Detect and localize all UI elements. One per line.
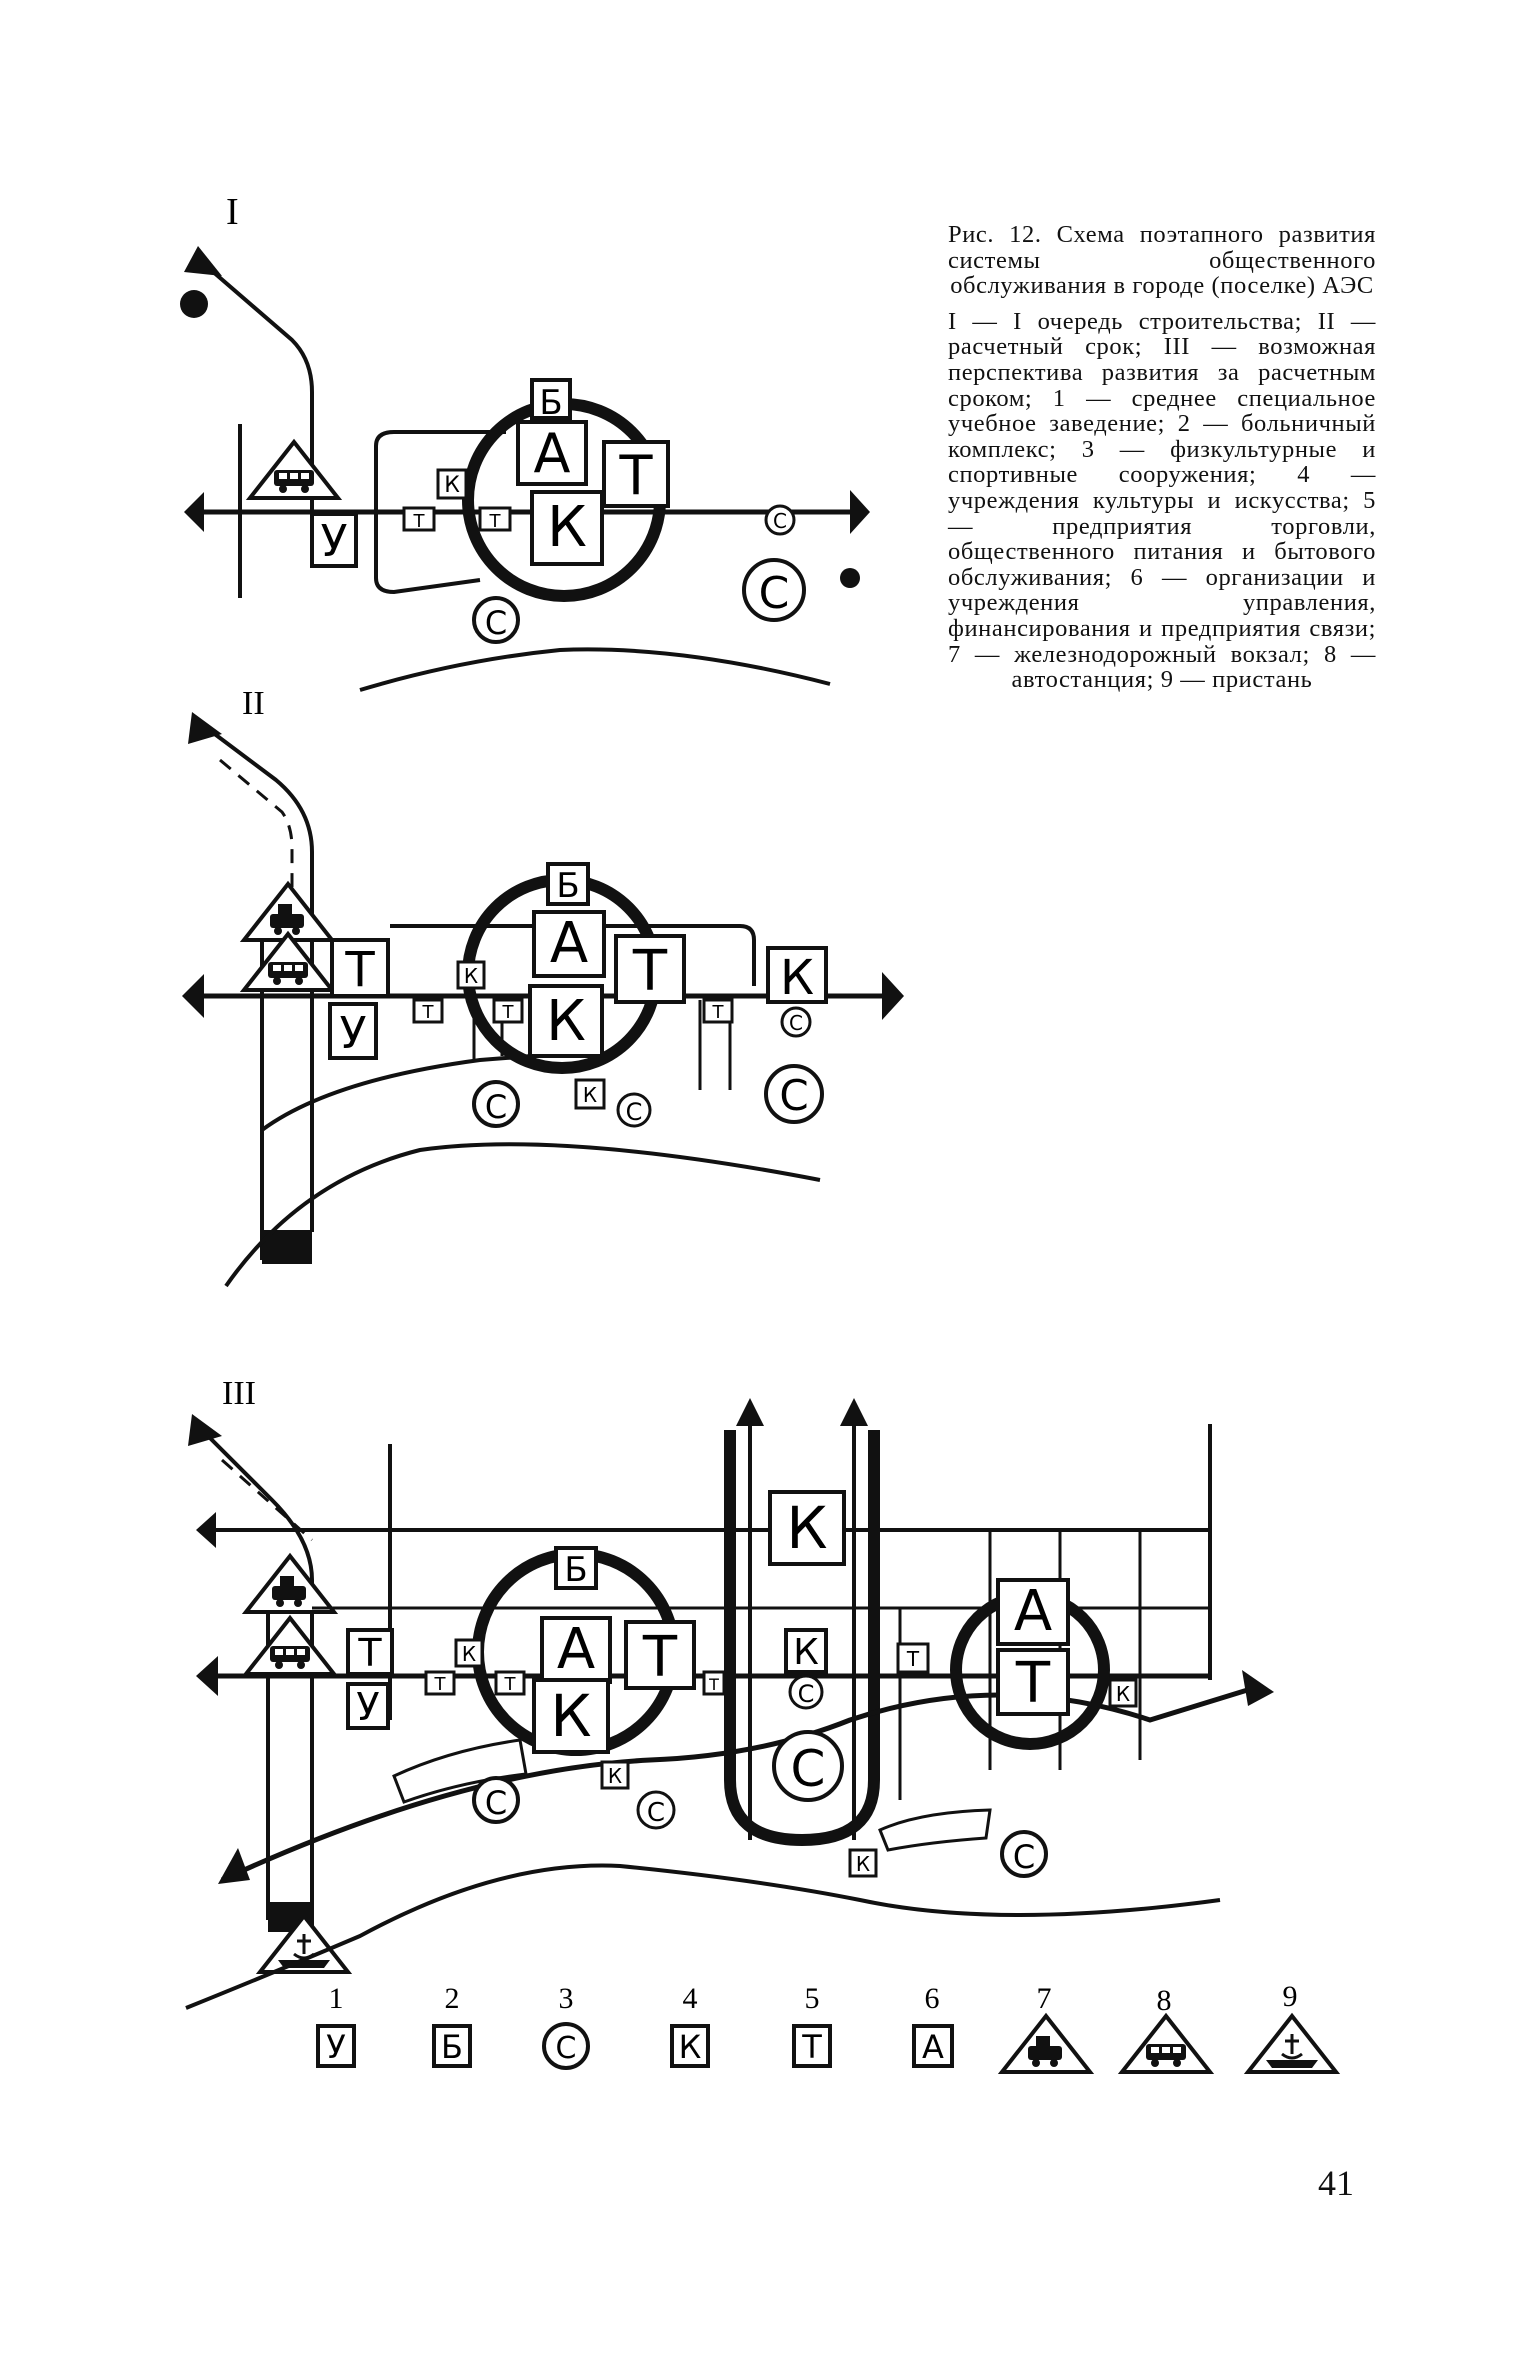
legend: 1 У 2 Б 3 С 4 К 5 Т 6 А 7: [316, 1980, 1338, 2074]
svg-text:У: У: [356, 1685, 379, 1729]
legend-symbol: К: [679, 2028, 702, 2066]
legend-item-4: 4 К: [670, 1982, 710, 2068]
legend-number: 4: [683, 1982, 698, 2015]
svg-text:Т: Т: [434, 1674, 447, 1695]
stage-III-scheme: III Б А Т: [185, 1375, 1274, 2010]
svg-text:С: С: [485, 604, 507, 642]
legend-number: 3: [559, 1982, 574, 2015]
svg-text:К: К: [583, 1083, 597, 1107]
legend-number: 8: [1157, 1984, 1172, 2017]
svg-text:Т: Т: [357, 1631, 382, 1675]
svg-text:Т: Т: [502, 1002, 515, 1023]
svg-text:С: С: [791, 1740, 826, 1798]
svg-text:С: С: [485, 1784, 507, 1822]
svg-text:Т: Т: [642, 1625, 678, 1690]
svg-text:Б: Б: [556, 866, 579, 906]
svg-text:Т: Т: [906, 1647, 920, 1671]
stage-label-I: I: [226, 191, 239, 233]
stage-label-II: II: [242, 685, 265, 722]
caption-body: I — I очередь строительства; II — расчет…: [948, 307, 1376, 694]
svg-text:К: К: [550, 1682, 591, 1750]
legend-symbol: У: [326, 2028, 346, 2066]
bus-station-icon: [1120, 2014, 1212, 2074]
svg-text:К: К: [1116, 1682, 1130, 1706]
svg-text:С: С: [1013, 1838, 1035, 1876]
stage-I-scheme: I Б А Т К К Т Т У С С С: [180, 191, 870, 692]
pier-icon: [1246, 2014, 1338, 2074]
svg-text:Т: Т: [489, 511, 502, 532]
legend-item-6: 6 А: [912, 1982, 954, 2068]
svg-text:К: К: [444, 473, 460, 498]
figure-caption: Рис. 12. Схема поэтапного развития систе…: [948, 222, 1376, 693]
svg-text:С: С: [779, 1071, 808, 1120]
legend-number: 6: [925, 1982, 940, 2015]
svg-text:К: К: [546, 989, 586, 1054]
legend-number: 1: [329, 1982, 344, 2015]
svg-text:К: К: [464, 964, 478, 988]
svg-text:К: К: [786, 1494, 827, 1562]
svg-text:А: А: [1014, 1579, 1052, 1644]
svg-text:Т: Т: [708, 1675, 719, 1694]
svg-text:Б: Б: [539, 383, 562, 423]
svg-text:С: С: [485, 1088, 507, 1126]
svg-text:К: К: [856, 1852, 870, 1876]
railway-station-icon: [1000, 2014, 1092, 2074]
svg-text:С: С: [789, 1011, 803, 1035]
page-number: 41: [1318, 2163, 1354, 2203]
legend-item-3: 3 С: [542, 1982, 590, 2070]
svg-text:Т: Т: [413, 511, 426, 532]
legend-number: 5: [805, 1982, 820, 2015]
svg-text:Т: Т: [632, 939, 668, 1004]
svg-text:К: К: [793, 1632, 819, 1673]
legend-item-1: 1 У: [316, 1982, 356, 2068]
stage-II-scheme: II Б А Т К К Т Т Т Т У: [182, 685, 904, 1288]
svg-text:А: А: [550, 911, 588, 976]
svg-text:Б: Б: [564, 1550, 587, 1590]
svg-text:К: К: [547, 495, 587, 560]
svg-text:К: К: [462, 1642, 476, 1666]
svg-text:Т: Т: [712, 1002, 725, 1023]
legend-number: 7: [1037, 1982, 1052, 2015]
svg-text:А: А: [534, 422, 571, 485]
svg-text:С: С: [759, 568, 790, 619]
svg-text:С: С: [626, 1098, 643, 1126]
svg-text:С: С: [647, 1798, 665, 1828]
svg-text:К: К: [608, 1764, 622, 1788]
legend-item-7: 7: [1000, 1982, 1092, 2074]
svg-text:А: А: [557, 1617, 595, 1682]
svg-text:С: С: [798, 1680, 815, 1708]
svg-text:У: У: [321, 516, 348, 567]
legend-number: 9: [1283, 1980, 1298, 2013]
legend-item-8: 8: [1120, 1984, 1212, 2074]
legend-number: 2: [445, 1982, 460, 2015]
legend-symbol: Т: [801, 2028, 822, 2066]
svg-text:Т: Т: [422, 1002, 435, 1023]
caption-title: Рис. 12. Схема поэтапного развития систе…: [948, 221, 1376, 300]
svg-text:Т: Т: [344, 942, 375, 998]
svg-text:Т: Т: [619, 444, 654, 507]
legend-item-5: 5 Т: [792, 1982, 832, 2068]
legend-symbol: Б: [441, 2028, 463, 2066]
legend-item-2: 2 Б: [432, 1982, 472, 2068]
svg-text:Т: Т: [1015, 1651, 1051, 1716]
svg-text:С: С: [773, 509, 787, 533]
legend-symbol: А: [922, 2028, 944, 2066]
svg-text:У: У: [340, 1008, 367, 1059]
svg-text:К: К: [780, 950, 814, 1006]
legend-symbol: С: [556, 2031, 577, 2066]
svg-text:Т: Т: [504, 1674, 517, 1695]
stage-label-III: III: [222, 1375, 256, 1412]
legend-item-9: 9: [1246, 1980, 1338, 2074]
